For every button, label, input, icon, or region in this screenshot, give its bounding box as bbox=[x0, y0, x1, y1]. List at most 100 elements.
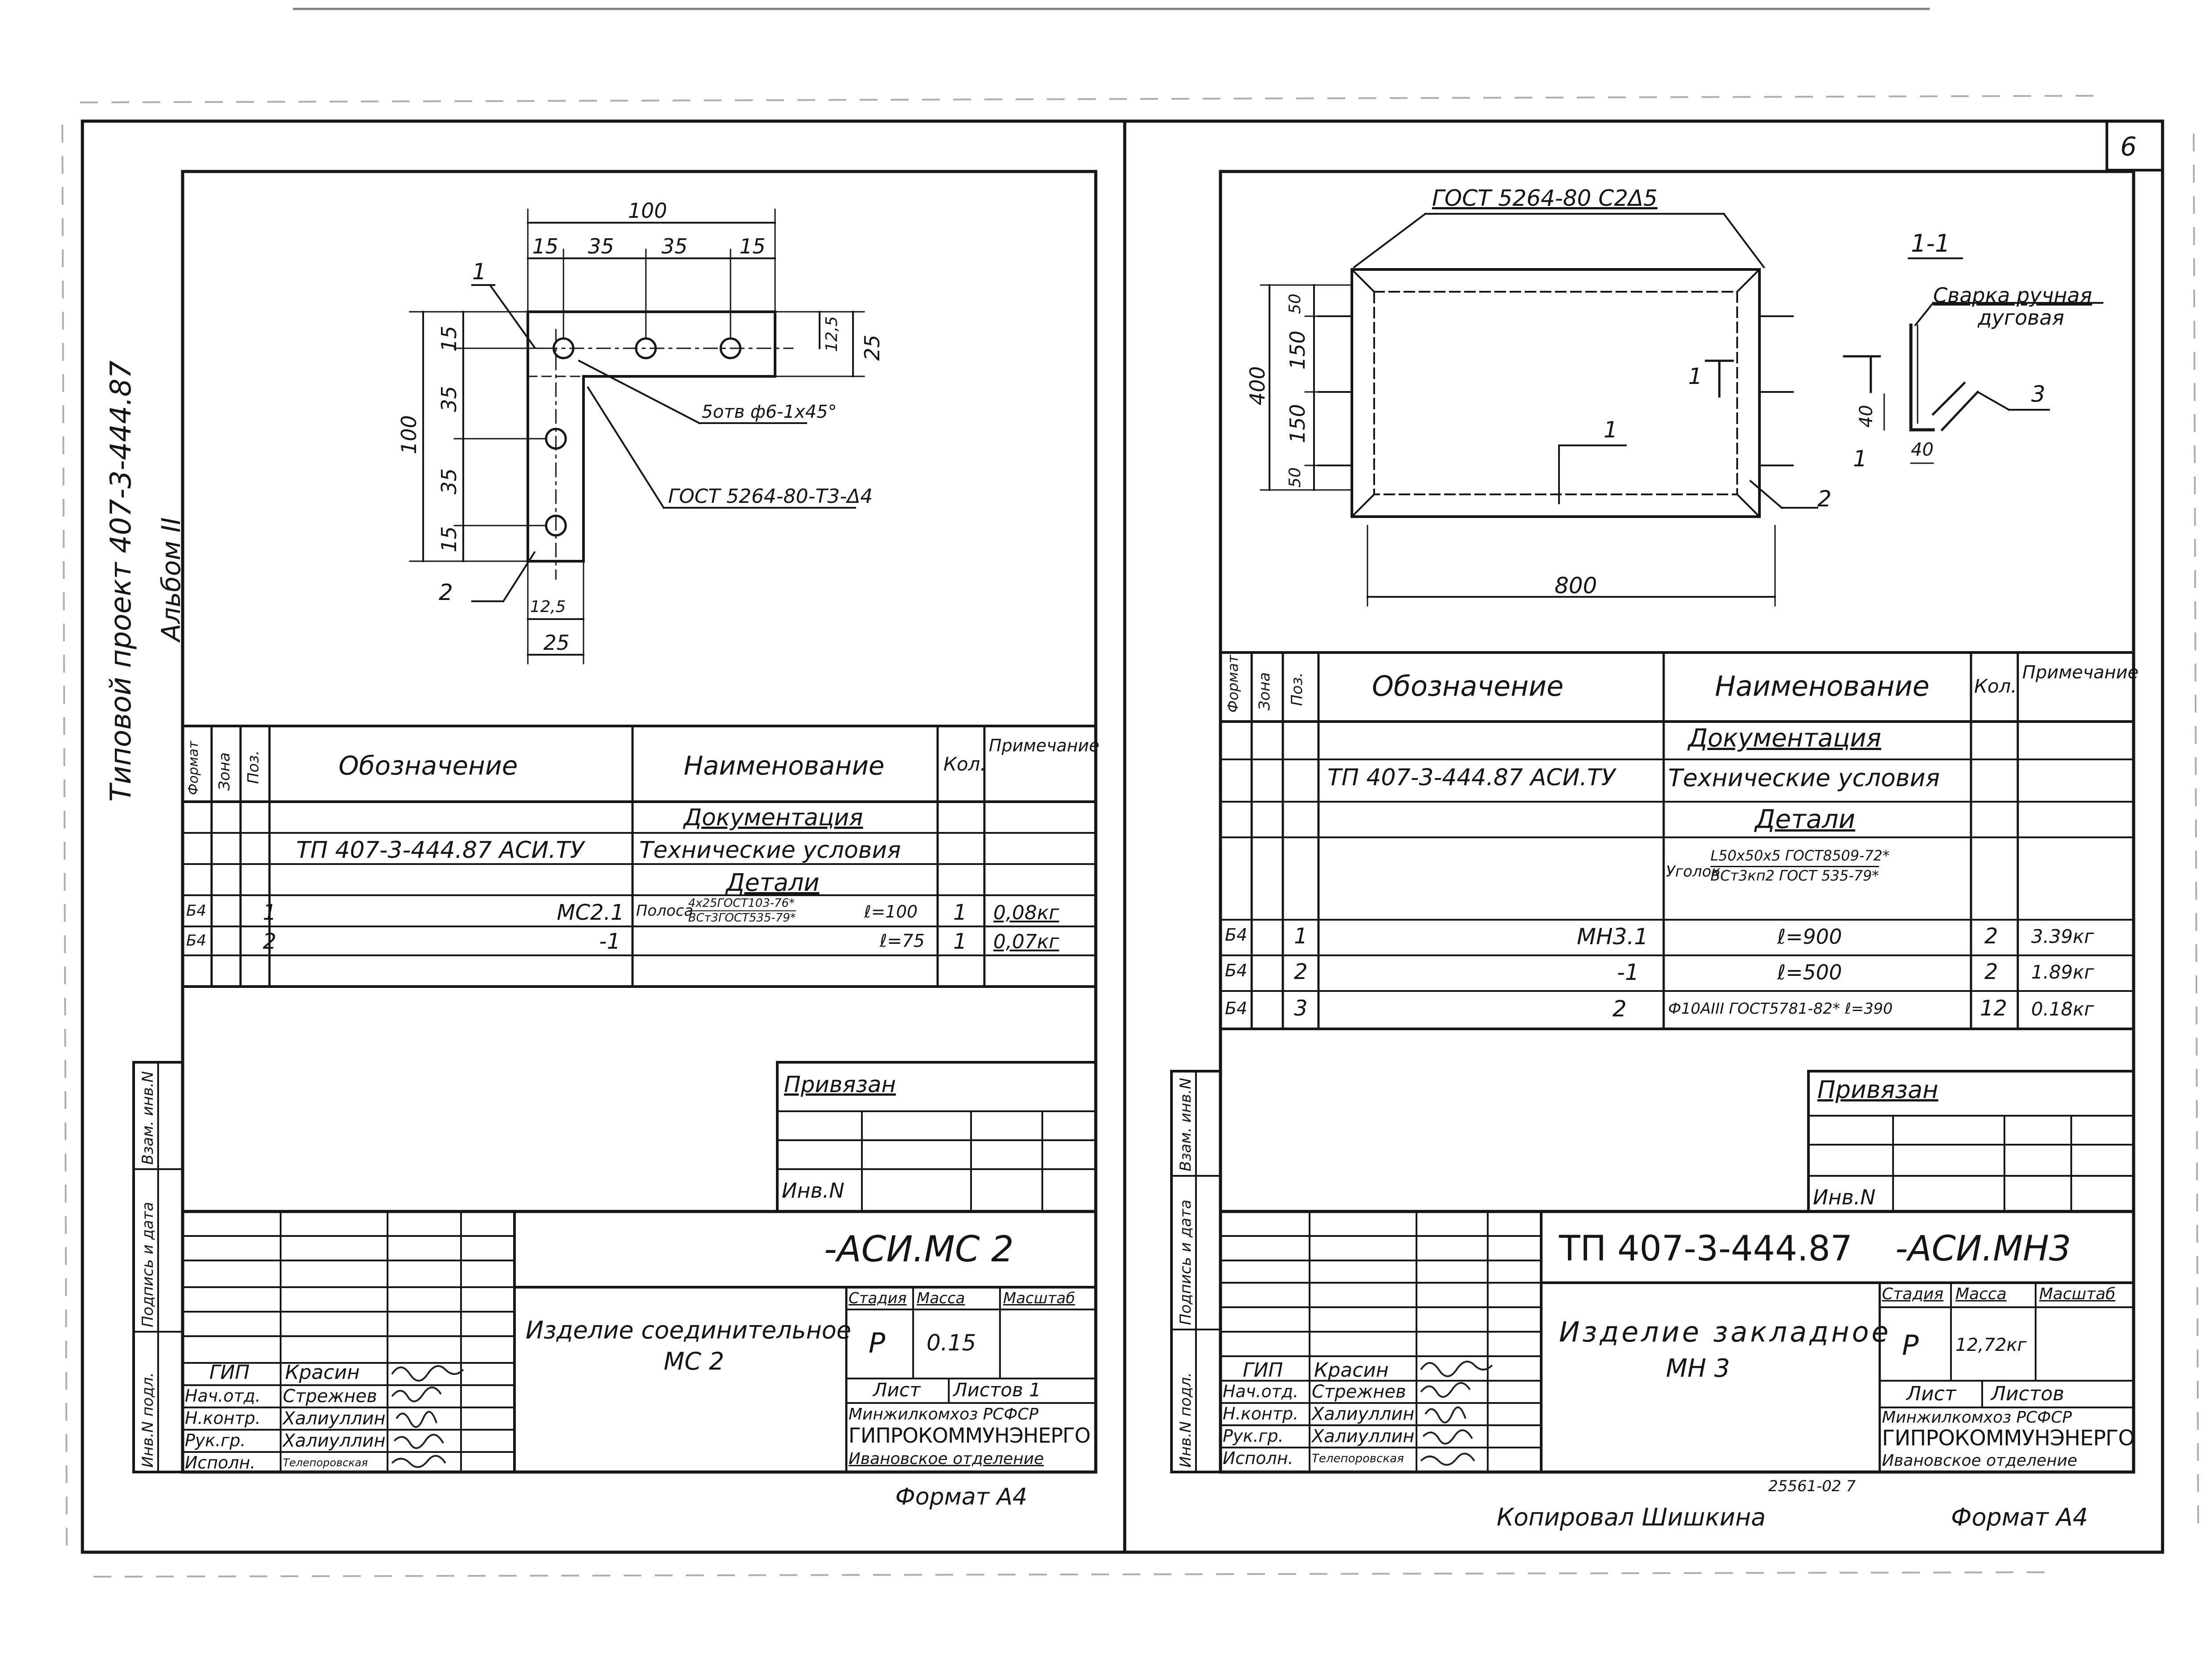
weld-note-b: дуговая bbox=[1978, 306, 2065, 330]
name-head-dept: Стрежнев bbox=[283, 1386, 377, 1407]
r-role-head-dept: Нач.отд. bbox=[1223, 1382, 1299, 1401]
spec-row1-format: Б4 bbox=[186, 902, 206, 920]
dim-100-top: 100 bbox=[628, 199, 667, 223]
r-stamp-code-b: -АСИ.МН3 bbox=[1895, 1229, 2071, 1269]
r-privyazan-label: Привязан bbox=[1817, 1076, 1939, 1104]
spec-doc-name: Технические условия bbox=[639, 837, 901, 864]
spec-row2-length: ℓ=75 bbox=[880, 931, 925, 951]
r-spec-angle-a: Уголок bbox=[1666, 863, 1721, 881]
spec-row1-name-b: 4х25ГОСТ103-76* bbox=[688, 897, 795, 910]
inv-label: Инв.N bbox=[782, 1179, 845, 1203]
dim-15-b: 15 bbox=[739, 234, 766, 258]
r-stamp-mass-head: Масса bbox=[1955, 1285, 2007, 1303]
r-spec-row3-code: 2 bbox=[1612, 996, 1627, 1022]
callout-2: 2 bbox=[439, 579, 453, 605]
r-role-gip: ГИП bbox=[1243, 1359, 1283, 1382]
r-stamp-code-a: ТП 407-3-444.87 bbox=[1559, 1229, 1853, 1269]
signature-dept-left bbox=[391, 1387, 442, 1403]
weld-note: ГОСТ 5264-80-Т3-Δ4 bbox=[668, 485, 873, 508]
signature-exec-left bbox=[391, 1455, 446, 1468]
spec-row1-pos: 1 bbox=[263, 900, 277, 925]
name-gip: Красин bbox=[285, 1361, 360, 1384]
r-spec-row3-qty: 12 bbox=[1980, 996, 2008, 1021]
stamp-stage-head: Стадия bbox=[849, 1289, 907, 1307]
stamp-sheets: Листов 1 bbox=[953, 1379, 1041, 1401]
r-spec-row2-qty: 2 bbox=[1984, 959, 1998, 984]
role-gip: ГИП bbox=[209, 1361, 250, 1384]
r-stamp-stage-head: Стадия bbox=[1882, 1285, 1944, 1303]
signature-norm-left bbox=[396, 1411, 437, 1428]
name-norm-control: Халиуллин bbox=[283, 1408, 386, 1429]
r-stamp-title-b: МН 3 bbox=[1666, 1354, 1730, 1383]
signature-group-left bbox=[393, 1434, 444, 1449]
r-spec-section-parts: Детали bbox=[1755, 804, 1856, 834]
dim-section-40-b: 40 bbox=[1911, 440, 1934, 460]
r-spec-row2-format: Б4 bbox=[1225, 961, 1248, 980]
r-spec-row3-format: Б4 bbox=[1225, 999, 1248, 1018]
stamp-code: -АСИ.МС 2 bbox=[824, 1228, 1014, 1270]
callout-r-3: 3 bbox=[2031, 381, 2045, 407]
spec-head-name: Наименование bbox=[684, 750, 885, 781]
callout-r-2: 2 bbox=[1817, 486, 1832, 512]
r-name-group-lead: Халиуллин bbox=[1312, 1426, 1415, 1447]
hole-note: 5отв ф6-1х45° bbox=[702, 402, 837, 422]
r-spec-head-name: Наименование bbox=[1715, 670, 1930, 702]
dim-25-bottom: 25 bbox=[543, 631, 570, 655]
stamp-mass-head: Масса bbox=[917, 1289, 965, 1307]
r-role-executor: Исполн. bbox=[1223, 1448, 1294, 1468]
r-spec-row1-format: Б4 bbox=[1225, 925, 1248, 945]
signature-gip-left bbox=[391, 1365, 464, 1382]
r-stamp-scale-head: Масштаб bbox=[2039, 1285, 2116, 1303]
spec-row1-qty: 1 bbox=[953, 900, 967, 925]
dim-12-5-bottom: 12,5 bbox=[530, 598, 566, 616]
r-spec-head-qty: Кол. bbox=[1974, 675, 2017, 697]
dim-800: 800 bbox=[1555, 573, 1597, 599]
format-label-right: Формат А4 bbox=[1951, 1503, 2088, 1531]
dim-15-a: 15 bbox=[532, 234, 559, 258]
signature-exec-right bbox=[1420, 1452, 1475, 1466]
spec-row1-code: МС2.1 bbox=[557, 900, 624, 925]
role-executor: Исполн. bbox=[185, 1453, 256, 1472]
role-group-lead: Рук.гр. bbox=[185, 1431, 246, 1450]
dim-35-b: 35 bbox=[661, 234, 688, 258]
stamp-mass: 0.15 bbox=[926, 1330, 976, 1356]
r-spec-head-code: Обозначение bbox=[1372, 670, 1564, 702]
spec-doc-code: ТП 407-3-444.87 АСИ.ТУ bbox=[296, 837, 584, 864]
r-spec-doc-name: Технические условия bbox=[1668, 764, 1940, 792]
serial-number: 25561-02 7 bbox=[1768, 1477, 1856, 1495]
spec-head-note: Примечание bbox=[989, 736, 1100, 755]
stamp-title-b: МС 2 bbox=[664, 1347, 724, 1375]
r-stamp-mass: 12,72кг bbox=[1955, 1335, 2027, 1355]
spec-section-docs: Документация bbox=[684, 804, 863, 831]
r-spec-row1-qty: 2 bbox=[1984, 924, 1998, 949]
r-spec-section-docs: Документация bbox=[1688, 724, 1881, 753]
stamp-title-a: Изделие соединительное bbox=[526, 1316, 852, 1344]
stamp-sheet: Лист bbox=[873, 1379, 921, 1401]
r-spec-row1-code: МН3.1 bbox=[1577, 924, 1649, 950]
r-role-norm-control: Н.контр. bbox=[1223, 1404, 1299, 1423]
spec-row2-note: 0,07кг bbox=[993, 930, 1059, 953]
r-spec-angle-b: L50х50х5 ГОСТ8509-72* bbox=[1710, 847, 1890, 864]
role-norm-control: Н.контр. bbox=[185, 1408, 261, 1428]
callout-1: 1 bbox=[472, 259, 486, 285]
r-spec-row2-name: ℓ=500 bbox=[1777, 960, 1842, 984]
section-mark-1: 1 bbox=[1688, 363, 1702, 389]
r-name-norm-control: Халиуллин bbox=[1312, 1404, 1415, 1424]
r-spec-angle-c: ВСт3кп2 ГОСТ 535-79* bbox=[1710, 867, 1879, 884]
dim-35-a: 35 bbox=[588, 234, 614, 258]
name-executor: Телепоровская bbox=[283, 1456, 368, 1469]
spec-head-qty: Кол. bbox=[943, 753, 986, 775]
r-stamp-org-3: Ивановское отделение bbox=[1882, 1452, 2077, 1470]
r-stamp-title-a: Изделие закладное bbox=[1559, 1316, 1891, 1348]
r-stamp-sheet: Лист bbox=[1906, 1383, 1956, 1405]
spec-row2-format: Б4 bbox=[186, 932, 206, 950]
weld-top-note: ГОСТ 5264-80 С2Δ5 bbox=[1432, 185, 1658, 211]
privyazan-label: Привязан bbox=[784, 1072, 896, 1097]
spec-row1-note: 0,08кг bbox=[993, 901, 1059, 924]
r-stamp-org-1: Минжилкомхоз РСФСР bbox=[1882, 1408, 2072, 1427]
spec-row2-pos: 2 bbox=[263, 929, 277, 954]
name-group-lead: Халиуллин bbox=[283, 1431, 386, 1451]
r-spec-row2-pos: 2 bbox=[1294, 959, 1308, 984]
